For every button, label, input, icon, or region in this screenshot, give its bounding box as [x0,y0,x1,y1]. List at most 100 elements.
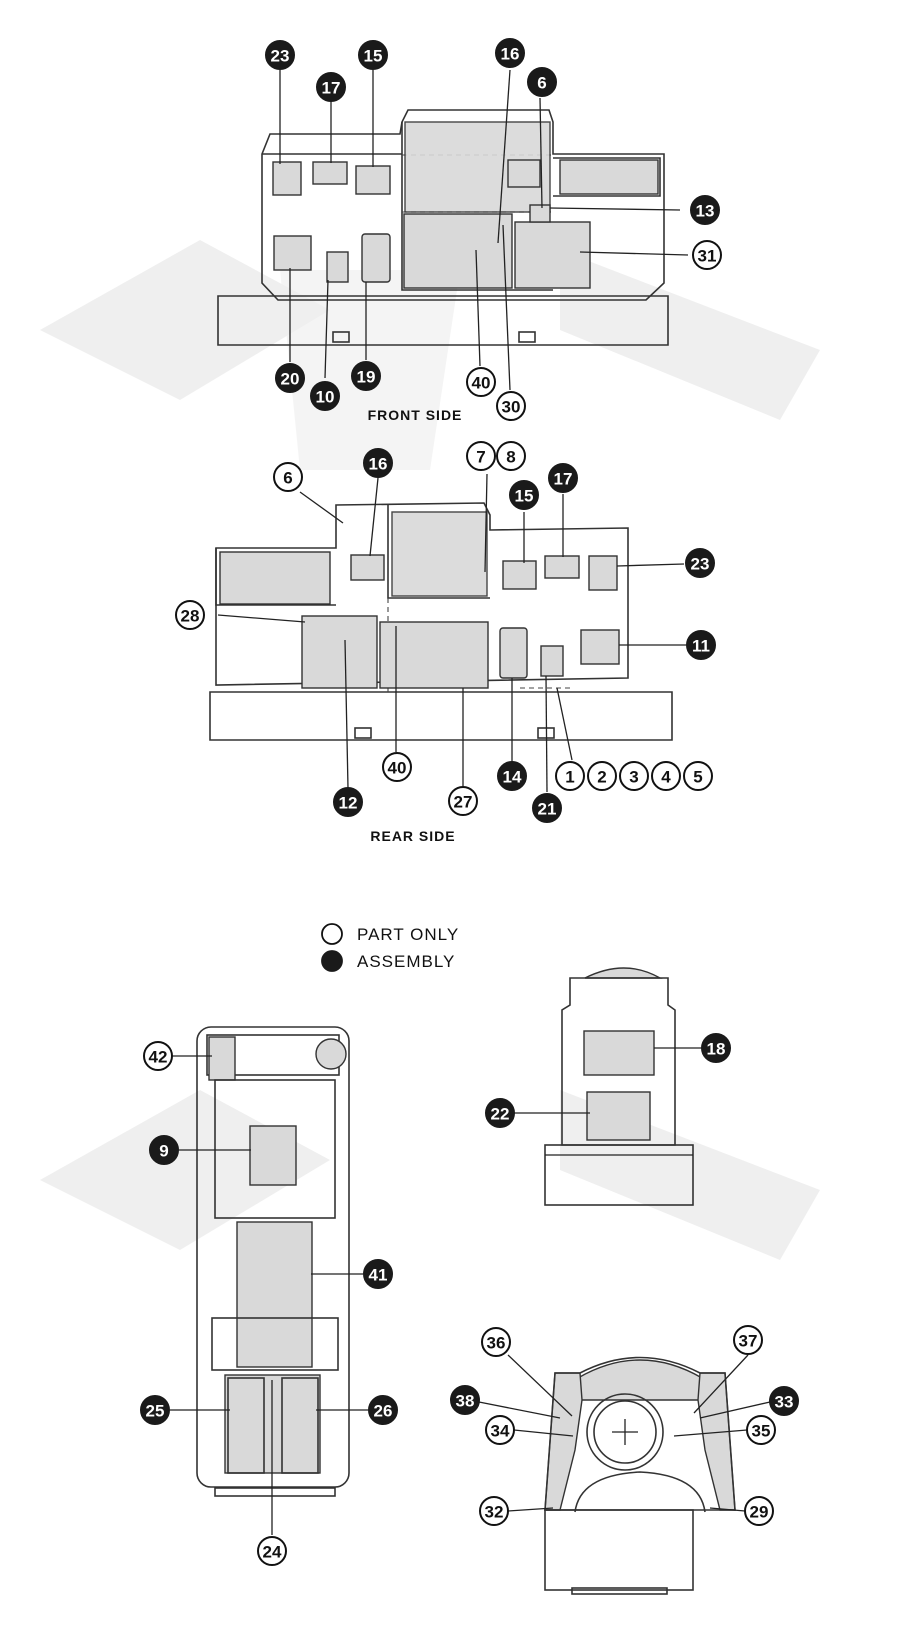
section-callouts: 36 37 38 33 34 35 32 29 [450,1325,799,1526]
callout-38-section: 38 [450,1385,480,1415]
callout-14-rear: 14 [497,761,527,791]
svg-text:4: 4 [661,768,671,787]
panel-16-front [507,159,541,188]
callout-27-rear: 27 [448,786,478,816]
svg-text:8: 8 [506,448,515,467]
callout-13-front: 13 [690,195,720,225]
callout-16-front: 16 [495,38,525,68]
callout-21-rear: 21 [532,793,562,823]
panel-15-rear [502,560,537,590]
callout-10-front: 10 [310,381,340,411]
callout-15-front: 15 [358,40,388,70]
callout-5-rear: 5 [683,761,713,791]
svg-text:32: 32 [485,1503,504,1522]
panel-20-front [273,235,312,271]
front-side-caption: FRONT SIDE [368,407,463,423]
panel-17-rear [544,555,580,579]
callout-15-rear: 15 [509,480,539,510]
callout-37-section: 37 [733,1325,763,1355]
panel-19-front [361,233,391,283]
callout-3-rear: 3 [619,761,649,791]
end-callouts: 18 22 [485,1033,731,1128]
panel-10-front [326,251,349,283]
svg-text:14: 14 [503,768,522,787]
svg-text:38: 38 [456,1392,475,1411]
svg-text:28: 28 [181,607,200,626]
svg-text:2: 2 [597,768,606,787]
svg-text:6: 6 [283,469,292,488]
svg-text:1: 1 [565,768,574,787]
callout-35-section: 35 [746,1415,776,1445]
svg-text:33: 33 [775,1393,794,1412]
panel-28-rear [301,615,378,689]
svg-text:23: 23 [691,555,710,574]
svg-text:6: 6 [537,74,546,93]
svg-text:19: 19 [357,368,376,387]
svg-text:11: 11 [692,637,710,656]
watermark [40,240,820,1260]
svg-text:29: 29 [750,1503,769,1522]
callout-41-top: 41 [363,1259,393,1289]
svg-text:31: 31 [698,247,717,266]
svg-text:36: 36 [487,1334,506,1353]
end-view [544,967,694,1206]
callout-12-rear: 12 [333,787,363,817]
svg-text:42: 42 [149,1048,168,1067]
callout-18-end: 18 [701,1033,731,1063]
svg-text:16: 16 [369,455,388,474]
part-only-symbol [321,923,343,945]
callout-16-rear: 16 [363,448,393,478]
callout-25-top: 25 [140,1395,170,1425]
svg-text:23: 23 [271,47,290,66]
callout-6-rear: 6 [273,462,303,492]
callout-4-rear: 4 [651,761,681,791]
svg-text:3: 3 [629,768,638,787]
svg-text:18: 18 [707,1040,726,1059]
callout-17-rear: 17 [548,463,578,493]
panel-upper-center-rear [391,511,488,597]
legend-assembly: ASSEMBLY [357,952,455,971]
callout-29-section: 29 [744,1496,774,1526]
callout-32-section: 32 [479,1496,509,1526]
panel-22-end [586,1091,651,1141]
panel-21-rear [540,645,564,677]
callout-17-front: 17 [316,72,346,102]
assembly-symbol [321,950,343,972]
legend-part-only: PART ONLY [357,925,459,944]
svg-text:13: 13 [696,202,715,221]
callout-23-rear: 23 [685,548,715,578]
panel-41-top [236,1221,313,1368]
section-view [544,1356,736,1595]
svg-text:20: 20 [281,370,300,389]
panel-lower-center-rear [379,621,489,689]
callout-1-rear: 1 [555,761,585,791]
panel-top-right-front [559,159,659,195]
svg-text:41: 41 [369,1266,388,1285]
panel-lower-center-front [403,213,513,289]
callout-23-front: 23 [265,40,295,70]
rear-side-view [209,502,673,741]
panel-16-rear [350,554,385,581]
panel-42-top [208,1036,236,1081]
panel-17-front [312,161,348,185]
top-callouts: 42 9 41 25 26 24 [140,1041,398,1566]
panel-23-rear [588,555,618,591]
callout-2-rear: 2 [587,761,617,791]
svg-text:27: 27 [454,793,473,812]
front-side-view [217,109,669,346]
panel-14-rear [499,627,528,679]
callout-8-rear: 8 [496,441,526,471]
callout-6-front: 6 [527,67,557,97]
panel-9-top [249,1125,297,1186]
callout-11-rear: 11 [686,630,716,660]
callout-42-top: 42 [143,1041,173,1071]
callout-26-top: 26 [368,1395,398,1425]
callout-36-section: 36 [481,1327,511,1357]
callout-31-front: 31 [692,240,722,270]
svg-text:30: 30 [502,398,521,417]
callout-40-rear: 40 [382,752,412,782]
svg-text:7: 7 [476,448,485,467]
callout-22-end: 22 [485,1098,515,1128]
svg-text:37: 37 [739,1332,758,1351]
